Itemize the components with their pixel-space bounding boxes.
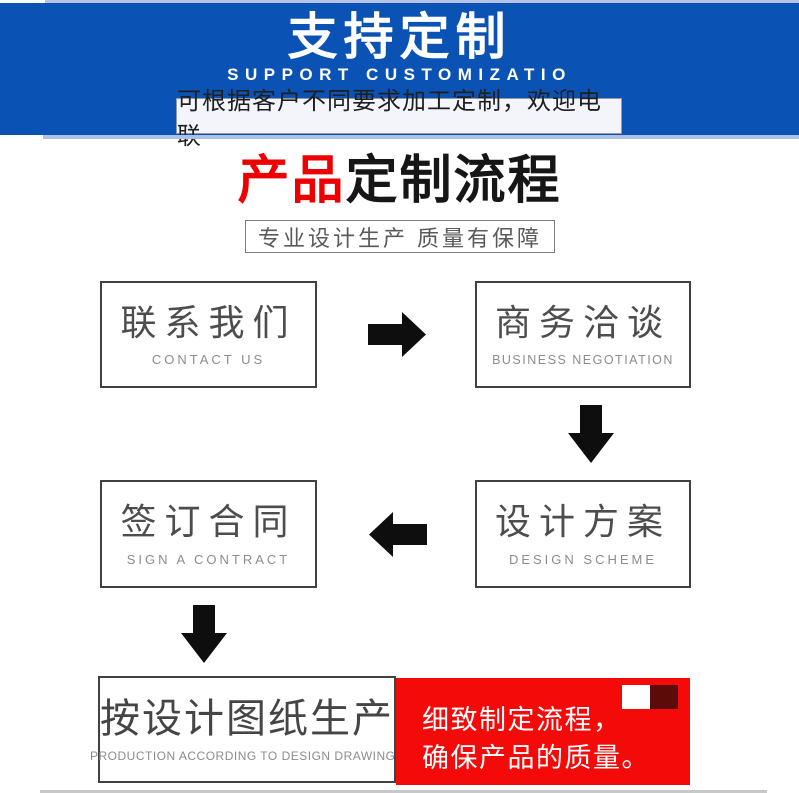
step-box-business-negotiation: 商务洽谈 BUSINESS NEGOTIATION: [475, 281, 691, 388]
banner-subtitle: SUPPORT CUSTOMIZATIO: [227, 65, 572, 84]
step-box-contact-us: 联系我们 CONTACT US: [100, 281, 317, 388]
section-title-black-part: 定制流程: [345, 152, 562, 210]
step-cn-label: 签订合同: [120, 501, 297, 543]
decor-square-white-icon: [622, 685, 650, 709]
step-cn-label: 商务洽谈: [494, 302, 671, 344]
arrow-right-icon: [368, 312, 426, 357]
bottom-divider: [40, 790, 767, 793]
decor-square-darkred-icon: [650, 685, 678, 709]
step-box-sign-a-contract: 签订合同 SIGN A CONTRACT: [100, 480, 317, 588]
arrow-left-icon: [369, 512, 427, 557]
step-box-design-scheme: 设计方案 DESIGN SCHEME: [475, 480, 691, 588]
step-en-label: PRODUCTION ACCORDING TO DESIGN DRAWINGS: [90, 749, 404, 763]
section-title: 产品定制流程: [0, 152, 799, 210]
banner-note-box: 可根据客户不同要求加工定制，欢迎电联: [176, 88, 622, 150]
step-en-label: DESIGN SCHEME: [508, 551, 658, 567]
banner-bottom-edge-strip: [43, 135, 799, 139]
tagline-box: 专业设计生产 质量有保障: [245, 220, 555, 253]
arrow-down-icon: [568, 405, 614, 463]
step-en-label: CONTACT US: [151, 352, 266, 368]
step-box-production: 按设计图纸生产 PRODUCTION ACCORDING TO DESIGN D…: [90, 676, 403, 783]
highlight-text-line1: 细致制定流程，: [422, 705, 622, 735]
banner-top-edge-strip: [45, 0, 799, 3]
step-cn-label: 联系我们: [120, 301, 297, 343]
support-banner: 支持定制 SUPPORT CUSTOMIZATIO 可根据客户不同要求加工定制，…: [0, 3, 799, 150]
tagline-text: 专业设计生产 质量有保障: [257, 225, 543, 251]
step-cn-label: 设计方案: [494, 501, 671, 543]
arrow-down-icon: [181, 605, 227, 663]
step-en-label: SIGN A CONTRACT: [126, 551, 291, 567]
step-cn-label: 按设计图纸生产: [100, 697, 394, 741]
banner-title: 支持定制: [287, 9, 512, 65]
step-en-label: BUSINESS NEGOTIATION: [492, 352, 674, 367]
highlight-text-line2: 确保产品的质量。: [422, 743, 650, 773]
quality-highlight-box: 细致制定流程， 确保产品的质量。: [396, 678, 690, 785]
banner-note-text: 可根据客户不同要求加工定制，欢迎电联: [177, 88, 602, 150]
section-title-red-part: 产品: [237, 152, 346, 210]
